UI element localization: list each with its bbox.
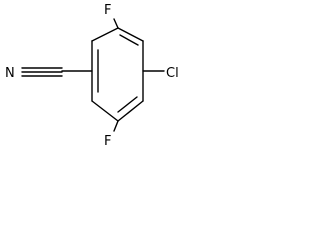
atom-label-nitrogen: N [5, 66, 15, 81]
ring-double-bond [119, 34, 139, 46]
ring-bond [91, 27, 119, 42]
ring-bond [91, 100, 119, 122]
ring-bond [117, 100, 144, 122]
bond-to-fluorine-top [113, 18, 119, 29]
molecule-structure: F F N Cl [5, 3, 179, 149]
ring-double-bond [117, 96, 138, 113]
atom-label-chlorine: Cl [166, 66, 179, 81]
bond-to-fluorine-bottom [113, 120, 119, 132]
atom-label-fluorine-top: F [104, 3, 111, 18]
structure-canvas: F F N Cl [0, 0, 218, 154]
ring-bond [117, 27, 144, 42]
atom-label-fluorine-bottom: F [104, 134, 111, 149]
